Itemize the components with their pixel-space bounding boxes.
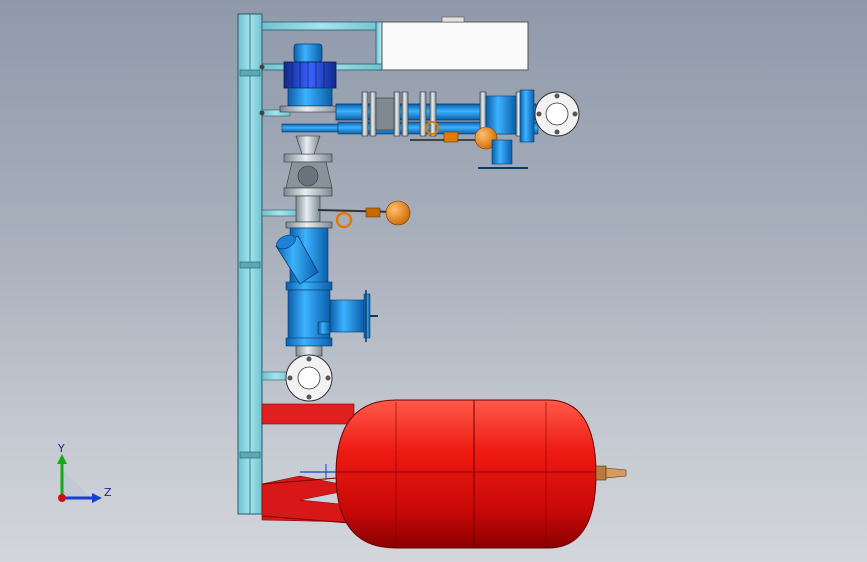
coordinate-triad: Y Z bbox=[57, 442, 112, 503]
side-gate-valve[interactable] bbox=[317, 290, 378, 342]
y-strainer[interactable] bbox=[274, 232, 319, 285]
y-axis-label: Y bbox=[57, 442, 65, 455]
float-valve-lower[interactable] bbox=[317, 200, 411, 229]
inlet-flange[interactable] bbox=[285, 354, 333, 402]
discharge-manifold bbox=[335, 89, 539, 143]
pressure-tank[interactable] bbox=[300, 399, 627, 549]
float-valve-upper[interactable] bbox=[410, 121, 528, 169]
pump-motor[interactable] bbox=[279, 43, 341, 133]
control-panel[interactable] bbox=[381, 16, 529, 71]
z-axis-label: Z bbox=[104, 486, 112, 499]
outlet-flange[interactable] bbox=[534, 91, 580, 137]
tank-support bbox=[261, 403, 363, 525]
